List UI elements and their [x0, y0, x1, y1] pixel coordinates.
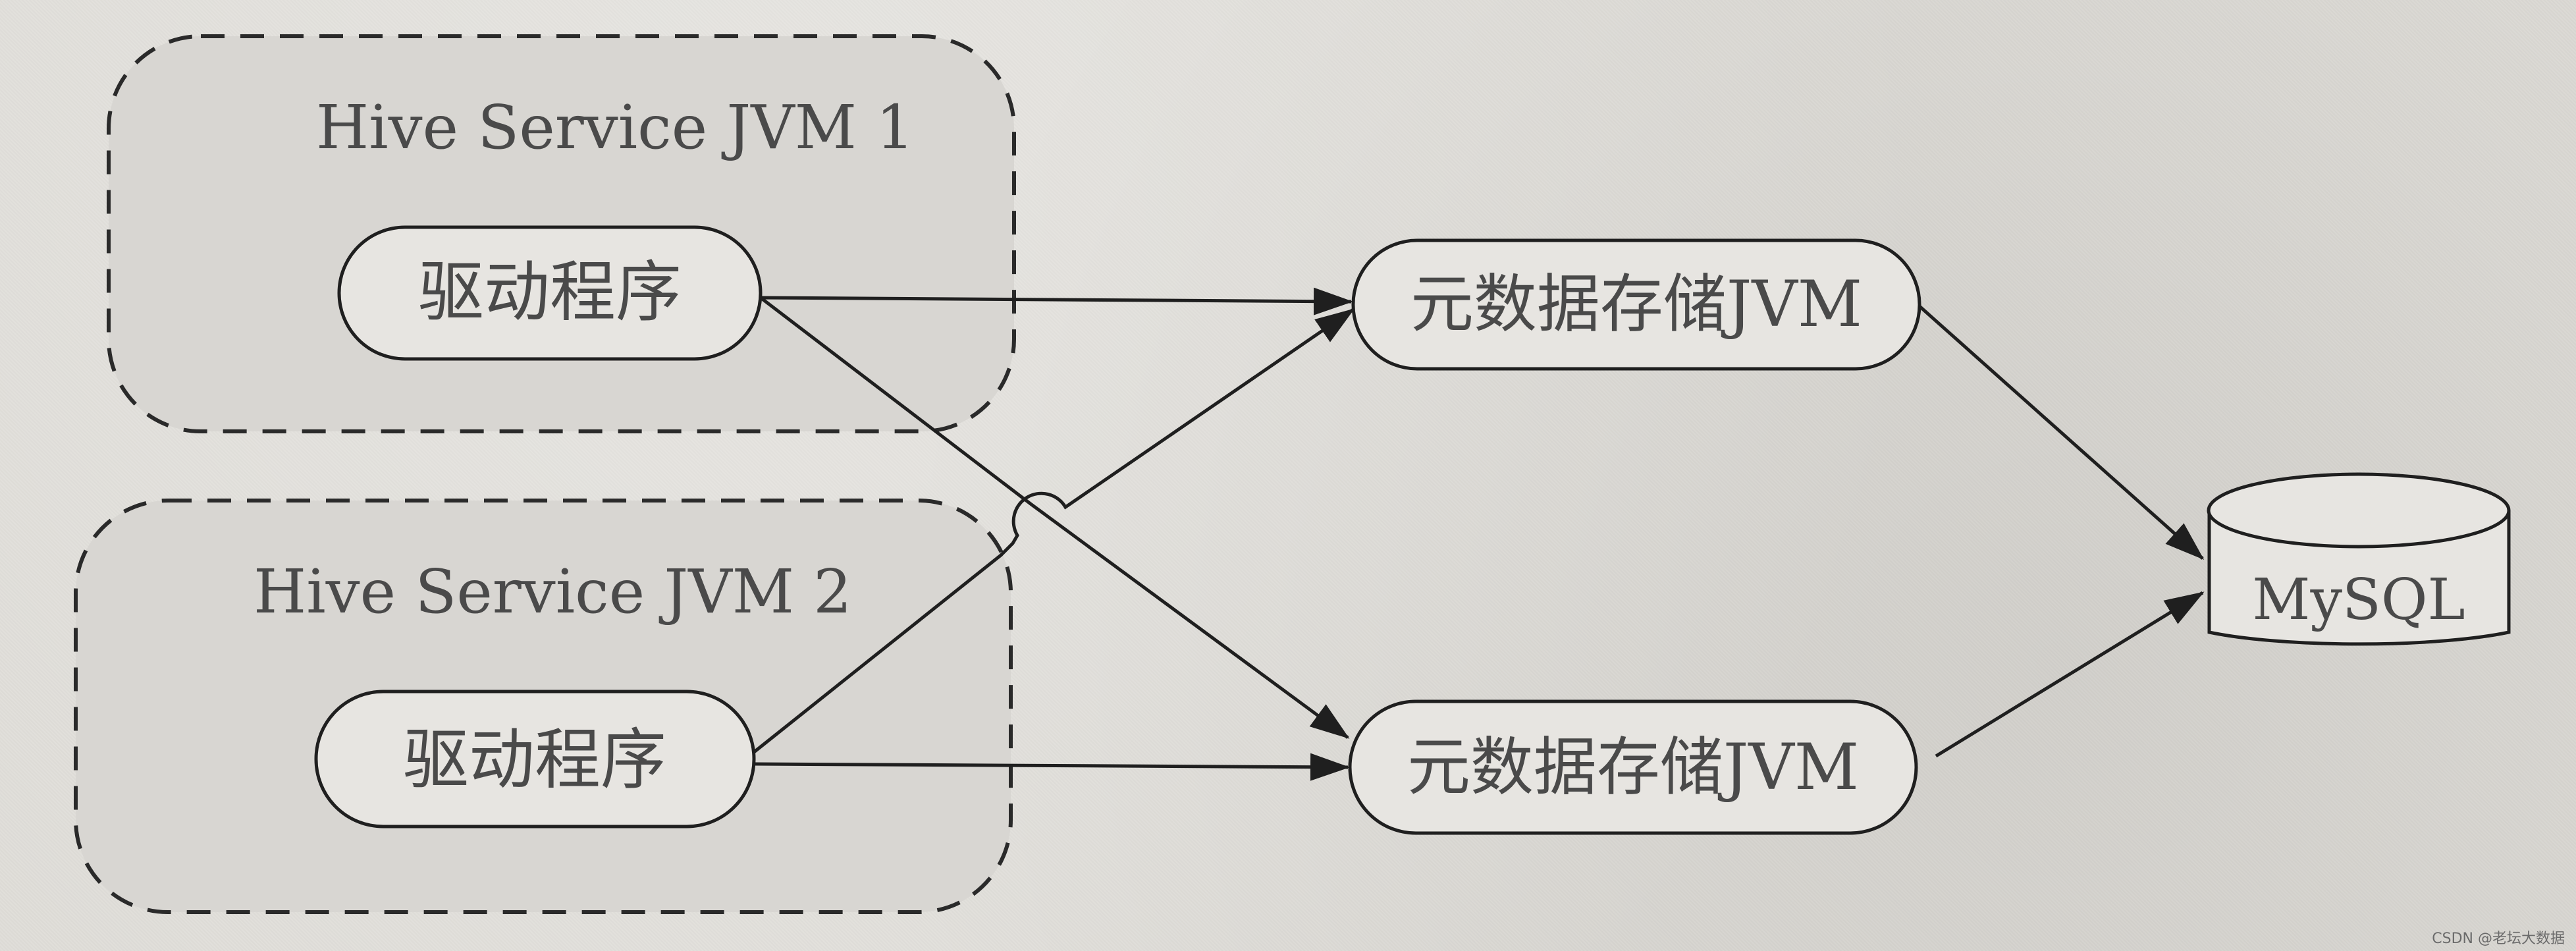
watermark-text: CSDN @老坛大数据 — [2432, 931, 2565, 947]
group-jvm2-title: Hive Service JVM 2 — [254, 557, 852, 627]
driver-node-2 — [314, 690, 756, 829]
mysql-label: MySQL — [2252, 567, 2465, 633]
driver-node-1-label: 驱动程序 — [418, 254, 682, 331]
driver-node-2-label: 驱动程序 — [403, 721, 666, 798]
metastore-node-1-group: 元数据存储JVM — [1351, 238, 1921, 371]
edge-driver2-to-metastore1 — [753, 308, 1355, 753]
metastore-node-2-label: 元数据存储JVM — [1407, 730, 1859, 804]
metastore-node-2 — [1348, 699, 1918, 835]
edge-metastore1-to-mysql — [1918, 305, 2205, 560]
group-hive-service-jvm-1: Hive Service JVM 1 驱动程序 — [107, 34, 1016, 433]
edge-driver1-to-metastore2 — [759, 296, 1350, 740]
edges — [753, 287, 2205, 781]
edge-metastore2-to-mysql — [1935, 591, 2205, 758]
group-jvm1-title: Hive Service JVM 1 — [316, 92, 915, 163]
group-hive-service-jvm-2: Hive Service JVM 2 驱动程序 — [74, 499, 1013, 914]
metastore-node-1-label: 元数据存储JVM — [1410, 267, 1862, 341]
mysql-database-icon: MySQL — [2207, 472, 2511, 646]
mysql-cylinder-top — [2207, 472, 2511, 549]
metastore-node-1 — [1351, 238, 1921, 371]
edge-driver1-to-metastore1 — [760, 287, 1353, 315]
edge-driver2-to-metastore2 — [753, 753, 1350, 781]
driver-node-1 — [337, 225, 763, 361]
metastore-node-2-group: 元数据存储JVM — [1348, 699, 1918, 835]
